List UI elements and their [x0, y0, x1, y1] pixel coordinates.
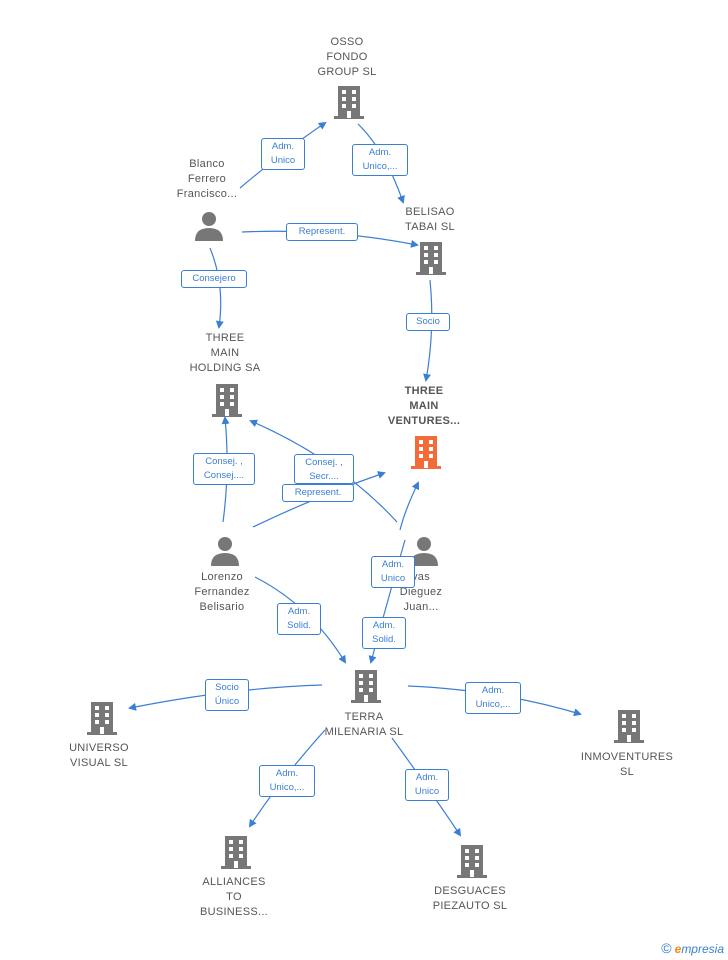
node-nevas-dieguez[interactable]: vas Dieguez Juan... — [386, 570, 456, 615]
node-universo-visual[interactable]: UNIVERSO VISUAL SL — [52, 741, 146, 771]
node-label: Lorenzo Fernandez Belisario — [194, 571, 250, 613]
edge-label[interactable]: Adm. Unico — [405, 769, 449, 801]
node-desguaces-piezauto[interactable]: DESGUACES PIEZAUTO SL — [418, 884, 522, 914]
edge-nevas-terra — [368, 539, 406, 664]
node-three-main-holding[interactable]: THREE MAIN HOLDING SA — [178, 331, 272, 376]
edge-label[interactable]: Consej. , Secr.... — [294, 454, 354, 484]
building-icon — [456, 843, 488, 884]
building-icon — [613, 708, 645, 749]
node-osso-fondo-group[interactable]: OSSO FONDO GROUP SL — [300, 35, 394, 80]
copyright-icon: © — [661, 940, 672, 956]
node-label: BELISAO TABAI SL — [405, 206, 455, 233]
node-label: ALLIANCES TO BUSINESS... — [199, 876, 269, 918]
node-three-main-ventures[interactable]: THREE MAIN VENTURES... — [377, 384, 471, 429]
edge-label[interactable]: Adm. Unico,... — [352, 144, 408, 176]
edge-label[interactable]: Consejero — [181, 270, 247, 288]
node-label: DESGUACES PIEZAUTO SL — [432, 885, 508, 912]
edge-label[interactable]: Consej. , Consej.... — [193, 453, 255, 485]
edge-nevas-threeventures — [399, 481, 420, 531]
edge-label[interactable]: Adm. Solid. — [277, 603, 321, 635]
node-label: THREE MAIN HOLDING SA — [189, 332, 261, 374]
person-icon — [408, 535, 440, 572]
edge-label[interactable]: Adm. Unico,... — [465, 682, 521, 714]
building-icon — [415, 240, 447, 281]
building-icon — [333, 84, 365, 125]
edge-label[interactable]: Adm. Solid. — [362, 617, 406, 649]
edge-label[interactable]: Represent. — [286, 223, 358, 241]
node-label: THREE MAIN VENTURES... — [387, 385, 461, 427]
edge-label[interactable]: Represent. — [282, 484, 354, 502]
building-icon — [220, 834, 252, 875]
person-icon — [193, 210, 225, 247]
edge-label[interactable]: Adm. Unico,... — [259, 765, 315, 797]
node-label: vas Dieguez Juan... — [399, 571, 443, 613]
node-lorenzo-fernandez[interactable]: Lorenzo Fernandez Belisario — [175, 570, 269, 615]
edge-label[interactable]: Adm. Unico — [261, 138, 305, 170]
person-icon — [209, 535, 241, 572]
edge-label[interactable]: Adm. Unico — [371, 556, 415, 588]
building-icon — [86, 700, 118, 741]
edge-label[interactable]: Socio — [406, 313, 450, 331]
node-label: Blanco Ferrero Francisco... — [176, 158, 238, 200]
node-label: OSSO FONDO GROUP SL — [317, 36, 377, 78]
building-icon — [350, 668, 382, 709]
node-terra-milenaria[interactable]: TERRA MILENARIA SL — [314, 710, 414, 740]
node-label: UNIVERSO VISUAL SL — [69, 742, 129, 769]
node-belisao-tabai[interactable]: BELISAO TABAI SL — [383, 205, 477, 235]
node-label: INMOVENTURES SL — [580, 751, 674, 778]
brand-logo: ©empresia — [661, 940, 724, 956]
building-icon — [211, 382, 243, 423]
brand-initial: e — [674, 942, 682, 956]
node-alliances-to-business[interactable]: ALLIANCES TO BUSINESS... — [187, 875, 281, 920]
node-label: TERRA MILENARIA SL — [324, 711, 404, 738]
node-inmoventures[interactable]: INMOVENTURES SL — [572, 750, 682, 780]
edge-label[interactable]: Socio Único — [205, 679, 249, 711]
brand-name: mpresia — [681, 942, 724, 956]
node-blanco-ferrero[interactable]: Blanco Ferrero Francisco... — [160, 157, 254, 202]
building-icon-highlighted — [410, 434, 442, 475]
